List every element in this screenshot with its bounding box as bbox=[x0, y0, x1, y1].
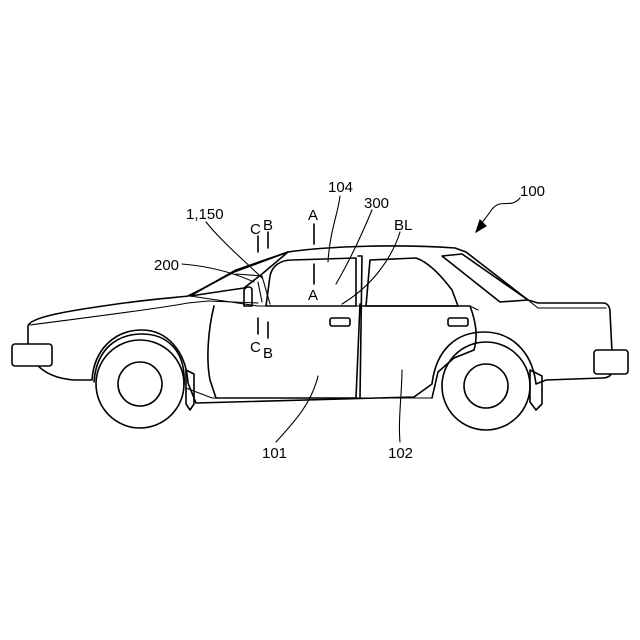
front-tire bbox=[96, 340, 184, 428]
rear-door-window bbox=[366, 258, 458, 306]
body-outline bbox=[28, 246, 612, 403]
leader-100 bbox=[478, 198, 520, 228]
headlight bbox=[12, 344, 52, 366]
label-300: 300 bbox=[364, 195, 389, 212]
front-wheel bbox=[94, 334, 184, 428]
rear-tire bbox=[442, 342, 530, 430]
label-102: 102 bbox=[388, 445, 413, 462]
rear-hub bbox=[464, 364, 508, 408]
rear-door-handle bbox=[448, 318, 468, 326]
rocker-line bbox=[186, 388, 432, 398]
label-section-c-top: C bbox=[250, 221, 261, 238]
label-section-a-bottom: A bbox=[308, 287, 318, 304]
front-door-handle bbox=[330, 318, 350, 326]
label-section-b-bottom: B bbox=[263, 345, 273, 362]
rear-window bbox=[442, 254, 528, 302]
beltline bbox=[190, 296, 478, 310]
leader-bl bbox=[342, 232, 400, 304]
taillight bbox=[594, 350, 628, 374]
label-101: 101 bbox=[262, 445, 287, 462]
rear-deck-line bbox=[528, 300, 606, 308]
label-100: 100 bbox=[520, 183, 545, 200]
label-200: 200 bbox=[154, 257, 179, 274]
label-section-b-top: B bbox=[263, 217, 273, 234]
label-section-a-top: A bbox=[308, 207, 318, 224]
leader-101 bbox=[276, 376, 318, 442]
label-1150: 1,150 bbox=[186, 206, 224, 223]
rear-mud-flap bbox=[530, 370, 542, 410]
front-hub bbox=[118, 362, 162, 406]
label-bl: BL bbox=[394, 217, 412, 234]
label-104: 104 bbox=[328, 179, 353, 196]
leader-104 bbox=[328, 196, 340, 262]
arrow-100 bbox=[476, 220, 486, 232]
car-body bbox=[28, 246, 612, 403]
label-section-c-bottom: C bbox=[250, 339, 261, 356]
rear-wheel bbox=[442, 342, 530, 430]
leader-102 bbox=[399, 370, 402, 442]
pillar-marker bbox=[258, 282, 262, 302]
